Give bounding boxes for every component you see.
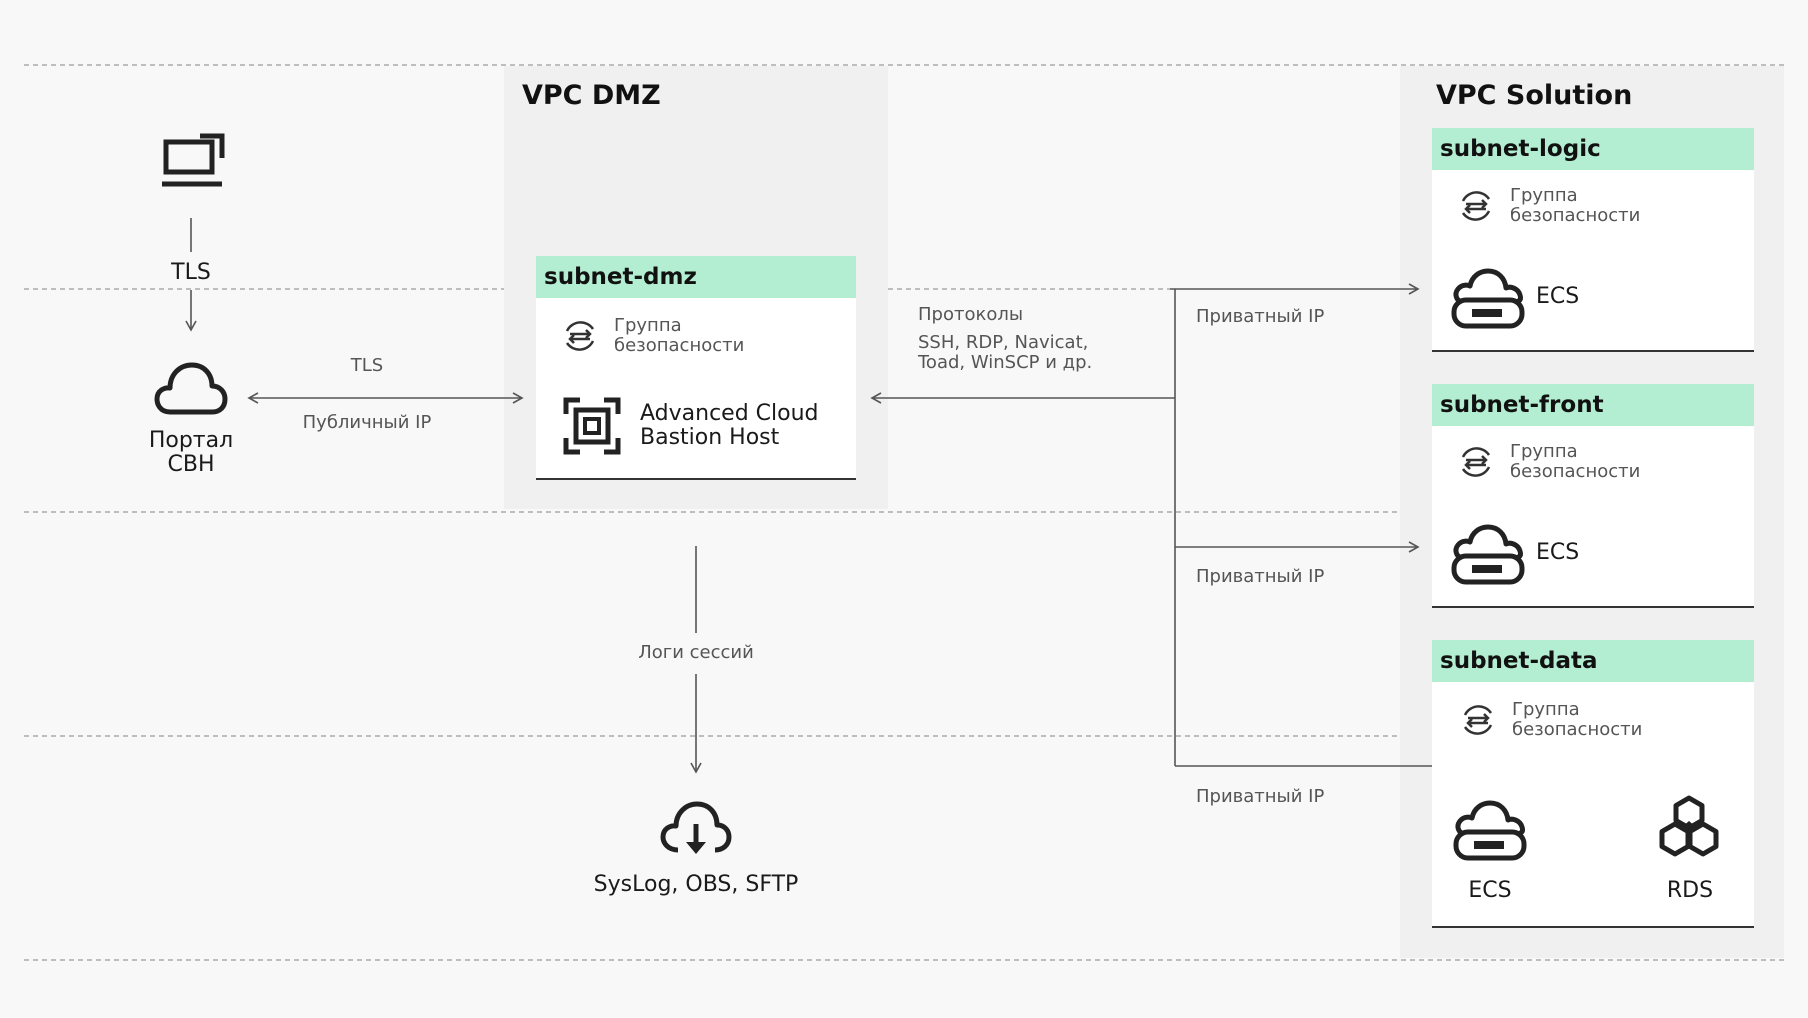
private-ip-logic: Приватный IP	[1196, 306, 1325, 327]
ecs-icon	[1453, 800, 1527, 861]
private-ip-front: Приватный IP	[1196, 566, 1325, 587]
ecs-label: ECS	[1468, 878, 1512, 903]
dmz-security-group: Группа безопасности	[560, 316, 744, 356]
public-ip-label: Публичный IP	[302, 412, 432, 433]
subnet-dmz-header: subnet-dmz	[536, 256, 856, 298]
subnet-logic-header: subnet-logic	[1432, 128, 1754, 170]
zone-separators	[24, 64, 1784, 961]
rds-label: RDS	[1666, 878, 1714, 903]
subnet-front-header: subnet-front	[1432, 384, 1754, 426]
security-group-label: Группа безопасности	[1512, 699, 1643, 740]
security-group-label: Группа безопасности	[614, 315, 745, 356]
protocols-list: SSH, RDP, Navicat, Toad, WinSCP и др.	[918, 332, 1093, 373]
security-group-label: Группа безопасности	[1510, 441, 1641, 482]
ecs-icon	[1451, 268, 1525, 329]
log-storage-label: SysLog, OBS, SFTP	[593, 872, 799, 897]
security-group-icon	[1463, 705, 1493, 735]
bastion-host-label: Advanced Cloud Bastion Host	[640, 401, 819, 450]
protocols-title: Протоколы	[918, 304, 1024, 325]
ecs-icon	[1451, 524, 1525, 585]
session-logs-label: Логи сессий	[638, 642, 754, 663]
subnet-dmz: subnet-dmz Группа безопасности Advanced …	[536, 256, 856, 480]
cloud-icon	[154, 362, 228, 415]
subnet-data-header: subnet-data	[1432, 640, 1754, 682]
data-security-group: Группа безопасности	[1458, 700, 1642, 740]
rds-icon	[1659, 795, 1719, 857]
ecs-label: ECS	[1536, 284, 1580, 309]
tls-top-label: TLS	[171, 260, 211, 285]
subnet-front: subnet-front Группа безопасности ECS	[1432, 384, 1754, 608]
private-ip-data: Приватный IP	[1196, 786, 1325, 807]
subnet-data: subnet-data Группа безопасности ECS RDS	[1432, 640, 1754, 928]
tls-link-label: TLS	[350, 355, 384, 376]
security-group-icon	[565, 321, 595, 351]
bastion-host-icon	[563, 397, 621, 455]
ecs-label: ECS	[1536, 540, 1580, 565]
security-group-label: Группа безопасности	[1510, 185, 1641, 226]
front-security-group: Группа безопасности	[1456, 442, 1640, 482]
vpc-solution-title: VPC Solution	[1436, 80, 1633, 111]
laptop-icon	[162, 133, 225, 187]
vpc-dmz-title: VPC DMZ	[522, 80, 661, 111]
logic-security-group: Группа безопасности	[1456, 186, 1640, 226]
cloud-download-icon	[660, 801, 732, 854]
portal-label: Портал СВН	[148, 428, 234, 477]
subnet-logic: subnet-logic Группа безопасности ECS	[1432, 128, 1754, 352]
security-group-icon	[1461, 447, 1491, 477]
security-group-icon	[1461, 191, 1491, 221]
